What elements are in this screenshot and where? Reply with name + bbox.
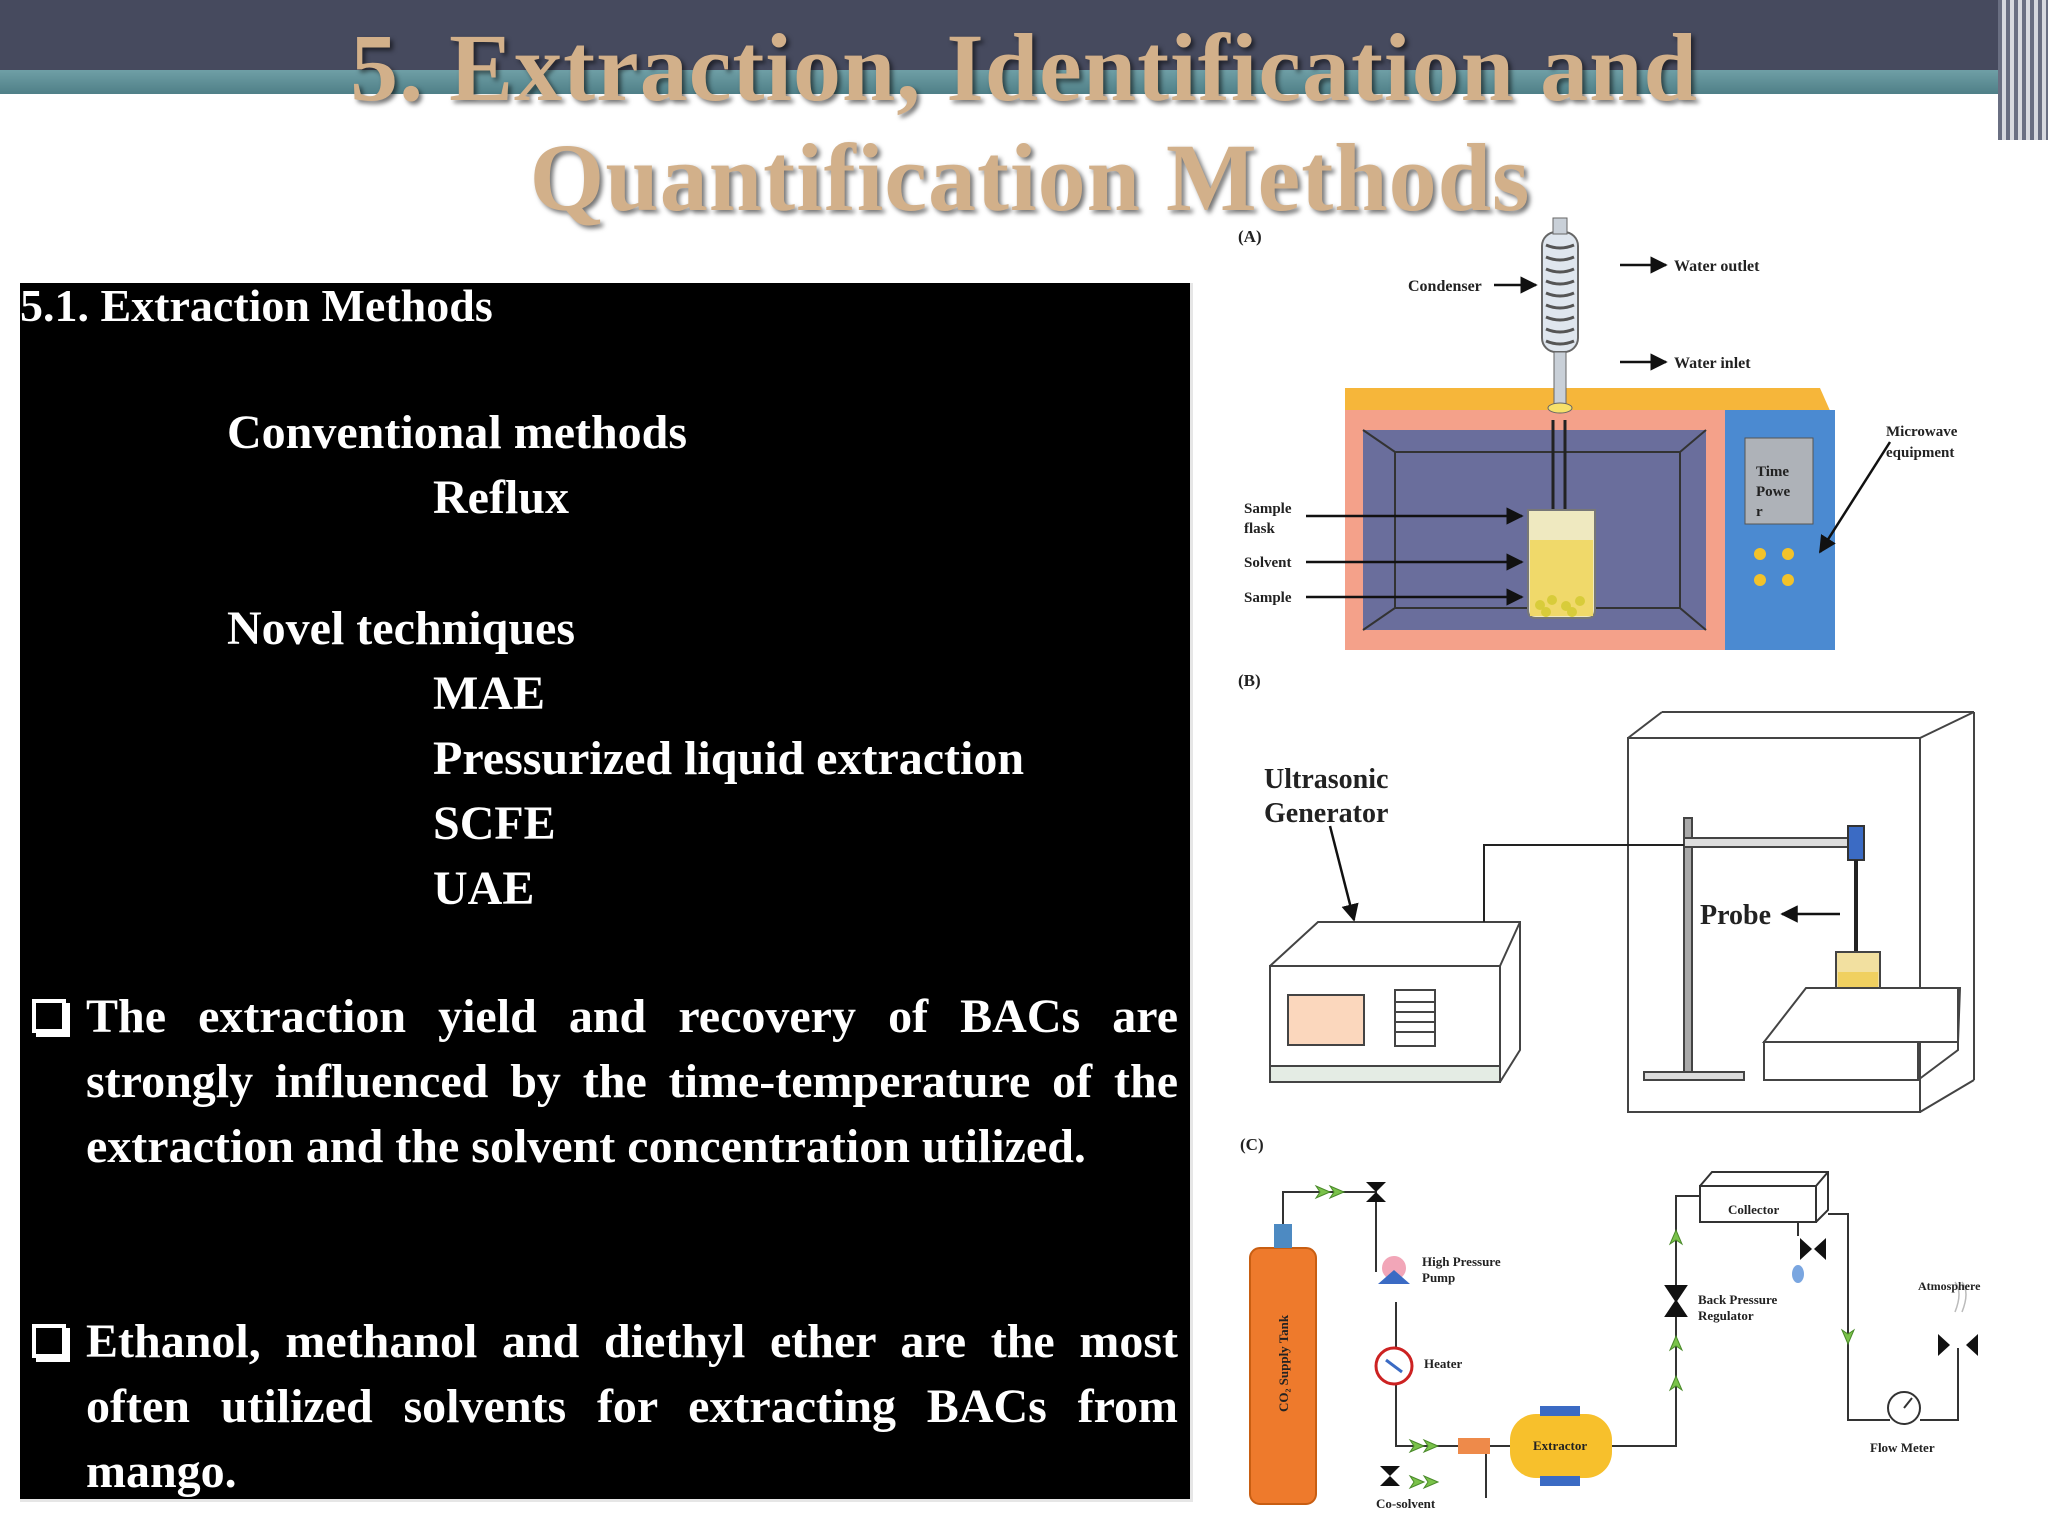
conventional-heading: Conventional methods bbox=[227, 406, 688, 459]
condenser-label: Condenser bbox=[1408, 278, 1482, 295]
flow-meter-label: Flow Meter bbox=[1870, 1440, 1935, 1455]
panel-power-label: r bbox=[1756, 504, 1763, 520]
atmosphere-label: Atmosphere bbox=[1918, 1279, 1981, 1293]
microwave-label: Microwave bbox=[1886, 424, 1958, 440]
novel-item: Pressurized liquid extraction bbox=[433, 732, 1025, 785]
decor-stripes bbox=[1998, 0, 2048, 140]
decor-line bbox=[1210, 112, 1898, 118]
water-outlet-label: Water outlet bbox=[1674, 258, 1760, 275]
sample-label: Sample bbox=[1244, 590, 1292, 606]
probe-label: Probe bbox=[1700, 900, 1771, 931]
scfe-diagram bbox=[1249, 1171, 1978, 1505]
figure-b-label: (B) bbox=[1238, 671, 1261, 690]
slide-title-line2: Quantification Methods bbox=[529, 124, 1531, 231]
header-accent-band bbox=[0, 70, 2000, 94]
bpr-label: Back Pressure bbox=[1698, 1292, 1778, 1307]
figure-a-label: (A) bbox=[1238, 227, 1262, 246]
checkbox-bullet-icon bbox=[32, 1324, 70, 1362]
header-band bbox=[0, 0, 2048, 70]
sample-flask-label: Sample bbox=[1244, 501, 1292, 517]
novel-item: UAE bbox=[433, 862, 535, 915]
figure-c-label: (C) bbox=[1240, 1135, 1264, 1154]
novel-item: MAE bbox=[433, 667, 545, 720]
panel-time-label: Time bbox=[1756, 464, 1789, 480]
bullet-text: Ethanol, methanol and diethyl ether are … bbox=[86, 1315, 1178, 1498]
solvent-label: Solvent bbox=[1244, 555, 1292, 571]
section-heading: 5.1. Extraction Methods bbox=[20, 280, 493, 331]
novel-item: SCFE bbox=[433, 797, 556, 850]
conventional-item: Reflux bbox=[433, 471, 569, 524]
water-inlet-label: Water inlet bbox=[1674, 355, 1751, 372]
collector-label: Collector bbox=[1728, 1202, 1779, 1217]
content-panel: 5.1. Extraction Methods Conventional met… bbox=[20, 280, 1193, 1502]
extractor-label: Extractor bbox=[1533, 1438, 1587, 1453]
cosolvent-label: Co-solvent bbox=[1376, 1496, 1436, 1511]
decor-line bbox=[1650, 130, 2010, 136]
co2-tank-label: CO₂ Supply Tank bbox=[1276, 1314, 1291, 1412]
bpr-label: Regulator bbox=[1698, 1308, 1754, 1323]
pump-label: Pump bbox=[1422, 1270, 1455, 1285]
sample-flask-label: flask bbox=[1244, 521, 1276, 537]
slide-title-line1: 5. Extraction, Identification and bbox=[350, 14, 1698, 121]
bullet-text: The extraction yield and recovery of BAC… bbox=[86, 990, 1178, 1173]
microwave-label: equipment bbox=[1886, 445, 1954, 461]
heater-label: Heater bbox=[1424, 1356, 1462, 1371]
generator-label: Ultrasonic bbox=[1264, 764, 1388, 795]
ultrasonic-diagram bbox=[1269, 711, 1975, 1113]
checkbox-bullet-icon bbox=[32, 999, 70, 1037]
novel-heading: Novel techniques bbox=[227, 602, 575, 655]
generator-label: Generator bbox=[1264, 798, 1388, 829]
pump-label: High Pressure bbox=[1422, 1254, 1501, 1269]
microwave-diagram bbox=[1306, 217, 1892, 650]
panel-power-label: Powe bbox=[1756, 484, 1790, 500]
